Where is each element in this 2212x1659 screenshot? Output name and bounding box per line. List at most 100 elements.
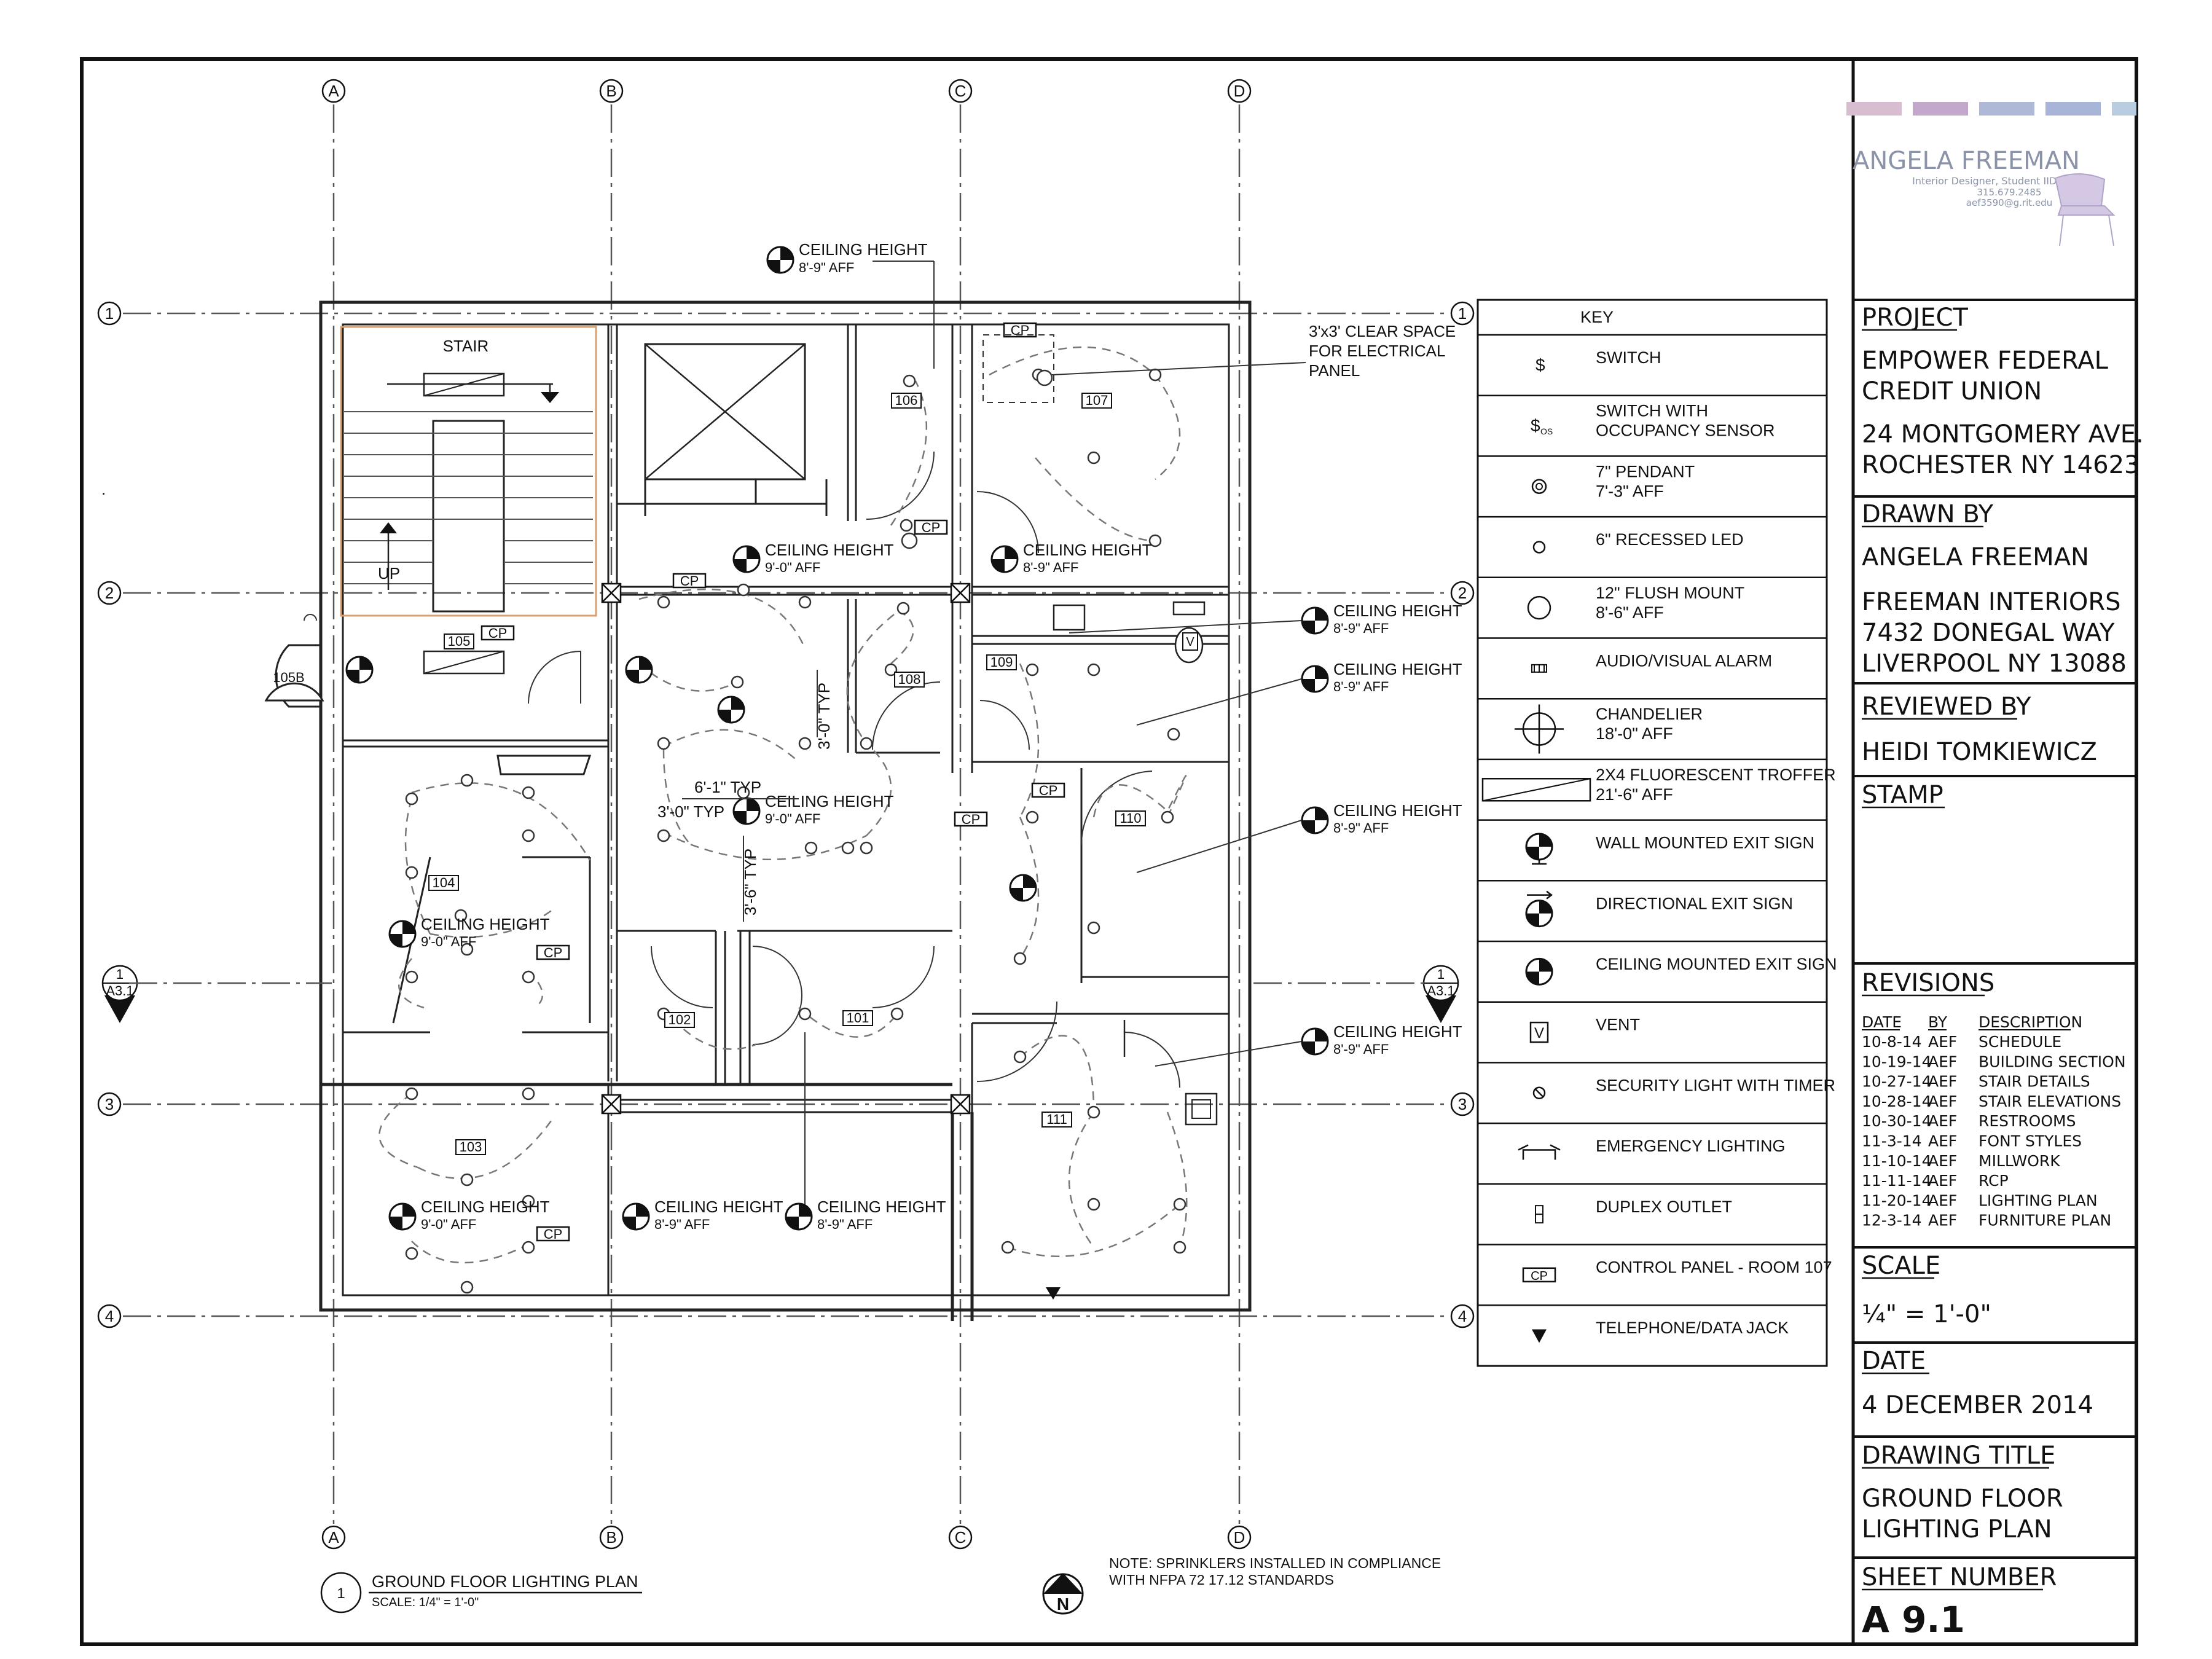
av-alarm-icon — [1531, 664, 1547, 673]
grid-label: D — [1234, 82, 1245, 100]
drawn-by-name: ANGELA FREEMAN — [1862, 543, 2089, 571]
drawing-title: 1 GROUND FLOOR LIGHTING PLAN SCALE: 1/4"… — [320, 1572, 642, 1614]
key-item-label: 8'-6" AFF — [1596, 603, 1664, 622]
revision-cell: STAIR DETAILS — [1979, 1073, 2090, 1091]
key-item-label: 21'-6" AFF — [1596, 785, 1673, 804]
svg-text:102: 102 — [669, 1012, 691, 1027]
revisions-label: REVISIONS — [1862, 969, 1994, 997]
grid-label: 1 — [1458, 304, 1467, 323]
key-item-label: CHANDELIER — [1596, 705, 1703, 723]
key-item-label: 6" RECESSED LED — [1596, 530, 1744, 549]
troffer-icon — [1481, 778, 1591, 802]
revision-cell: 12-3-14 — [1862, 1212, 1922, 1230]
svg-text:6'-1" TYP: 6'-1" TYP — [694, 778, 761, 796]
svg-text:103: 103 — [460, 1139, 482, 1155]
vent-icon: V — [1529, 1021, 1549, 1043]
revision-cell: RCP — [1979, 1172, 2009, 1190]
svg-text:CP: CP — [544, 945, 563, 960]
sprinkler-note: NOTE: SPRINKLERS INSTALLED IN COMPLIANCE… — [1109, 1555, 1441, 1588]
project-address-1: 24 MONTGOMERY AVE. — [1862, 420, 2144, 449]
ceiling-exit-sign-icon — [1525, 957, 1553, 986]
svg-text:8'-9" AFF: 8'-9" AFF — [799, 260, 854, 275]
room-tag: 101 — [842, 1010, 873, 1026]
revision-cell: FONT STYLES — [1979, 1132, 2082, 1150]
room-tag: 110 — [1115, 810, 1146, 826]
logo-swatch — [1979, 102, 2034, 116]
section-marker-right: 1 A3.1 — [1422, 965, 1459, 1023]
revision-cell: AEF — [1928, 1191, 1957, 1209]
stair: STAIR UP — [340, 326, 597, 675]
svg-text:CEILING HEIGHT: CEILING HEIGHT — [421, 1198, 550, 1216]
svg-text:CEILING HEIGHT: CEILING HEIGHT — [765, 541, 894, 559]
svg-text:CEILING HEIGHT: CEILING HEIGHT — [1333, 602, 1462, 620]
svg-text:8'-9" AFF: 8'-9" AFF — [1333, 820, 1389, 836]
control-panel-icon: CP — [954, 811, 988, 827]
revision-cell: 11-10-14 — [1862, 1152, 1931, 1170]
scale-value: ¼" = 1'-0" — [1862, 1300, 1991, 1328]
sheet-border — [80, 57, 2138, 1646]
sheet-number: A 9.1 — [1862, 1599, 1965, 1641]
room-tag: 111 — [1041, 1112, 1072, 1128]
room-tag: 108 — [894, 672, 925, 688]
grid-label: 2 — [105, 584, 114, 602]
revision-cell: 10-28-14 — [1862, 1092, 1931, 1110]
grid-bubbles: A B C D A B C D 1 2 3 4 1 2 3 4 — [97, 79, 1475, 1550]
revision-cell: AEF — [1928, 1132, 1957, 1150]
designer-logo: ANGELA FREEMAN Interior Designer, Studen… — [1846, 102, 2136, 246]
door-swings — [304, 451, 1180, 1088]
svg-text:A3.1: A3.1 — [106, 983, 133, 998]
grid-label: B — [606, 1528, 616, 1547]
key-item-label: TELEPHONE/DATA JACK — [1596, 1319, 1789, 1337]
control-panel-icon: CP — [536, 944, 570, 960]
stamp-label: STAMP — [1862, 781, 1943, 809]
svg-text:1: 1 — [1437, 967, 1445, 982]
svg-text:9'-0" AFF: 9'-0" AFF — [765, 560, 820, 575]
switch-icon: $ — [1535, 355, 1545, 374]
key-item-label: SWITCH — [1596, 348, 1661, 367]
revision-cell: MILLWORK — [1979, 1152, 2060, 1170]
designer-phone: 315.679.2485 — [1977, 187, 2042, 198]
svg-text:CP: CP — [680, 573, 699, 589]
svg-text:101: 101 — [847, 1010, 869, 1026]
control-panel-icon: CP — [536, 1226, 570, 1242]
room-tag: 107 — [1081, 393, 1112, 409]
key-item-label: CEILING MOUNTED EXIT SIGN — [1596, 955, 1837, 973]
room-tag: 109 — [986, 654, 1017, 670]
control-panel-icon: CP — [1522, 1267, 1556, 1283]
svg-text:NOTE: SPRINKLERS INSTALLED IN: NOTE: SPRINKLERS INSTALLED IN COMPLIANCE — [1109, 1555, 1441, 1571]
svg-text:CP: CP — [1011, 323, 1030, 338]
grid-label: 2 — [1458, 584, 1467, 602]
key-item-label: CONTROL PANEL - ROOM 107 — [1596, 1258, 1832, 1277]
reviewed-by-name: HEIDI TOMKIEWICZ — [1862, 738, 2097, 766]
svg-text:SCALE: 1/4" = 1'-0": SCALE: 1/4" = 1'-0" — [372, 1596, 479, 1609]
logo-swatch — [1913, 102, 1968, 116]
exit-sign-icon — [717, 696, 745, 724]
sheet-number-label: SHEET NUMBER — [1862, 1563, 2057, 1591]
revision-cell: STAIR ELEVATIONS — [1979, 1092, 2121, 1110]
svg-text:3'-0" TYP: 3'-0" TYP — [657, 802, 724, 821]
grid-label: A — [328, 1528, 339, 1547]
recessed-led-lights — [405, 368, 1186, 1294]
designer-name: ANGELA FREEMAN — [1853, 147, 2080, 175]
room-tag: 103 — [455, 1139, 486, 1155]
svg-text:V: V — [1534, 1025, 1544, 1041]
building-walls — [319, 300, 1252, 1321]
revision-cell: AEF — [1928, 1112, 1957, 1130]
grid-bubble-col-a-top: A — [321, 79, 346, 103]
key-item-label: SECURITY LIGHT WITH TIMER — [1596, 1076, 1835, 1094]
control-panel-icon: CP — [672, 573, 707, 589]
revision-cell: 10-30-14 — [1862, 1112, 1931, 1130]
svg-text:107: 107 — [1086, 393, 1108, 408]
grid-bubble-col-b-top: B — [599, 79, 624, 103]
revision-cell: LIGHTING PLAN — [1979, 1191, 2098, 1209]
project-address-2: ROCHESTER NY 14623 — [1862, 451, 2139, 479]
directional-exit-sign-icon — [1525, 890, 1553, 928]
emergency-lighting-icon — [1518, 1144, 1561, 1160]
svg-text:3'x3' CLEAR SPACE: 3'x3' CLEAR SPACE — [1309, 322, 1456, 340]
svg-text:104: 104 — [433, 875, 455, 890]
room-tags: 105 106 107 108 109 110 104 102 101 103 … — [273, 393, 1146, 1155]
revision-cell: BUILDING SECTION — [1979, 1053, 2126, 1070]
exit-sign-icon — [625, 656, 653, 684]
